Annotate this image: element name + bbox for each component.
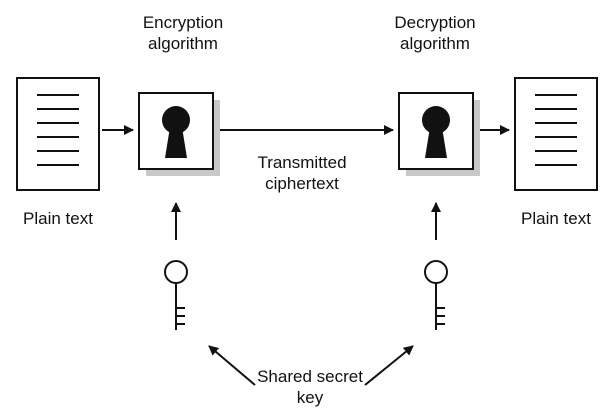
- transmitted-ciphertext-label: Transmitted ciphertext: [257, 153, 347, 193]
- encryption-keyhole-icon: [162, 106, 190, 158]
- plain-text-left-label: Plain text: [23, 209, 93, 228]
- plain-text-right-label: Plain text: [521, 209, 591, 228]
- right-document-icon: [514, 77, 598, 191]
- left-key-icon: [164, 260, 188, 330]
- encryption-algorithm-label: Encryption algorithm: [142, 13, 224, 53]
- arrow-shared-key-to-left-key: [208, 345, 256, 386]
- decryption-algorithm-box: [398, 92, 480, 176]
- left-document-icon: [16, 77, 100, 191]
- right-key-icon: [424, 260, 448, 330]
- decryption-keyhole-icon: [422, 106, 450, 158]
- arrow-shared-key-to-right-key: [364, 345, 414, 386]
- shared-secret-key-label: Shared secret key: [257, 367, 363, 407]
- encryption-algorithm-box: [138, 92, 220, 176]
- decryption-algorithm-label: Decryption algorithm: [394, 13, 476, 53]
